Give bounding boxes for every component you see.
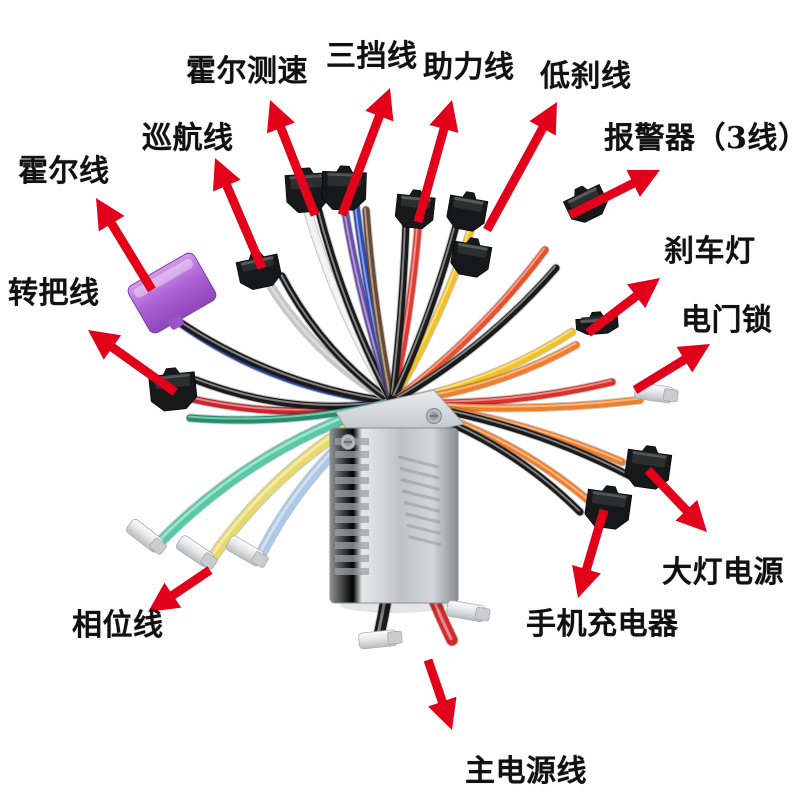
- wire-highlight: [316, 205, 392, 402]
- label-ignition-lock: 电门锁: [681, 303, 773, 338]
- terminal-term-main-b: [358, 629, 403, 650]
- wire-highlight: [364, 207, 392, 402]
- wire-w-cruise-black: [278, 272, 396, 406]
- wire-highlight: [390, 247, 545, 402]
- connector-jst-cruise: [235, 251, 282, 291]
- terminal-term-main-r: [446, 600, 491, 622]
- connector-jst-throttle: [148, 367, 198, 412]
- label-phone-charger: 手机充电器: [526, 607, 679, 642]
- connector-jst-threespeed: [321, 165, 367, 211]
- label-phase-wires: 相位线: [72, 608, 164, 643]
- connector-jst-headlight: [624, 445, 673, 490]
- wire-w-3s-brown: [362, 206, 396, 406]
- label-three-speed: 三挡线: [326, 39, 418, 74]
- connector-jst-lowbrake: [446, 191, 489, 232]
- connector-purple-hall: [127, 252, 217, 334]
- connector-jst-alarm: [562, 183, 608, 223]
- connector-jst-brakelight: [575, 311, 619, 335]
- label-hall: 霍尔线: [18, 154, 110, 189]
- label-throttle: 转把线: [8, 276, 100, 311]
- wire-w-hall-black: [161, 308, 396, 406]
- wire-w-hs-black: [314, 204, 396, 406]
- wire-highlight: [390, 219, 406, 402]
- label-hall-speed: 霍尔测速: [186, 54, 308, 89]
- label-headlight-power: 大灯电源: [662, 555, 784, 590]
- wire-highlight: [280, 273, 392, 402]
- label-assist: 助力线: [423, 50, 515, 85]
- wire-w-assist-black: [388, 218, 410, 406]
- wire-highlight: [390, 265, 556, 402]
- brushless-controller-body: [329, 389, 465, 604]
- wire-highlight: [390, 223, 456, 402]
- label-alarm-3wire: 报警器（3线）: [604, 121, 800, 156]
- wire-w-lb-black: [388, 222, 460, 406]
- label-main-power: 主电源线: [465, 754, 587, 789]
- terminal-term-phase-3: [225, 535, 269, 568]
- label-brake-light: 刹车灯: [664, 234, 756, 269]
- connector-jst-charger: [584, 485, 633, 530]
- wire-highlight: [194, 377, 392, 406]
- terminal-term-phase-2: [175, 535, 218, 570]
- connector-jst-lowbrake2: [450, 237, 493, 278]
- wire-w-alarm-black: [388, 264, 560, 406]
- controller-body: [329, 389, 465, 613]
- label-low-brake: 低刹线: [540, 59, 632, 94]
- terminal-term-phase-1: [126, 518, 167, 555]
- label-cruise: 巡航线: [142, 121, 234, 156]
- wire-highlight: [163, 309, 392, 402]
- connector-jst-assist: [394, 189, 436, 230]
